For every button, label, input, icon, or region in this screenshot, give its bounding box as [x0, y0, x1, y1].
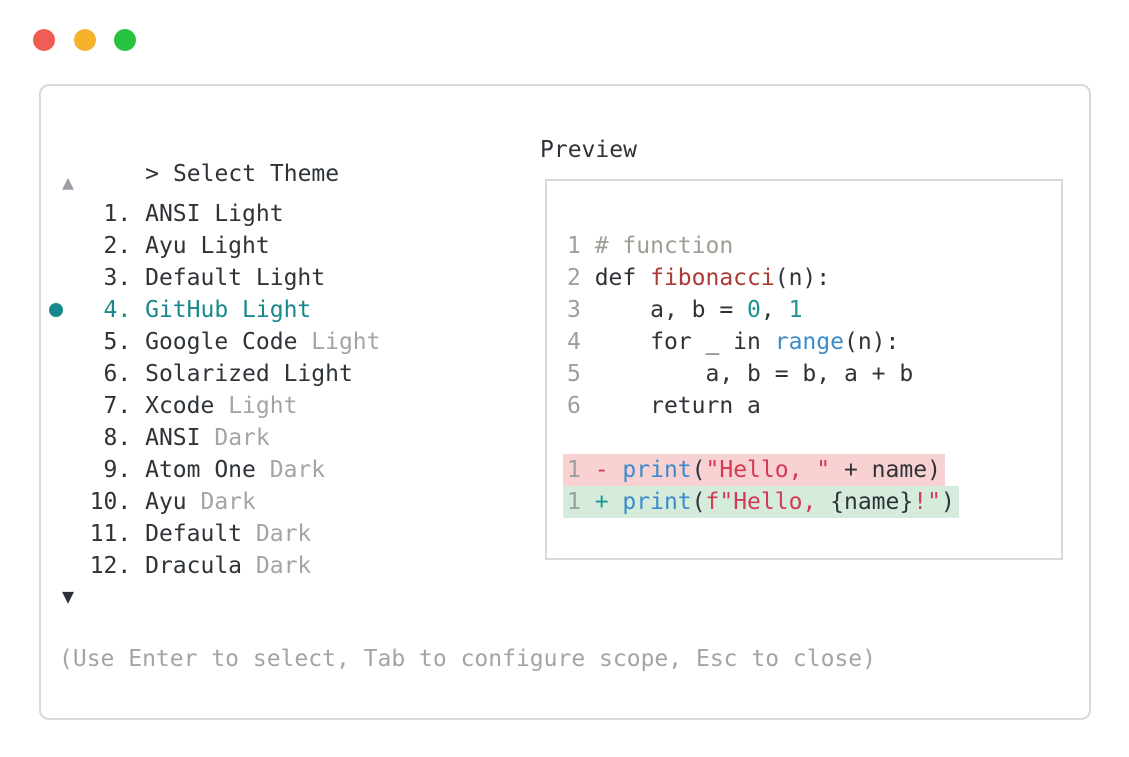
theme-list-item[interactable]: 10. Ayu Dark	[62, 486, 381, 518]
theme-name: Google Code	[131, 329, 298, 355]
preview-box: 1 # function 2 def fibonacci(n): 3 a, b = …	[545, 179, 1063, 560]
theme-number: 10.	[62, 489, 132, 515]
code-line	[567, 422, 1061, 454]
theme-number: 4.	[62, 297, 132, 323]
theme-number: 8.	[62, 425, 132, 451]
select-theme-prompt: > Select Theme	[62, 138, 339, 186]
theme-variant: Light	[297, 329, 381, 355]
theme-name: Default Light	[131, 265, 326, 291]
theme-list-item[interactable]: 7. Xcode Light	[62, 390, 381, 422]
theme-list-item[interactable]: 9. Atom One Dark	[62, 454, 381, 486]
theme-list-item[interactable]: 5. Google Code Light	[62, 326, 381, 358]
theme-name: Xcode	[131, 393, 215, 419]
theme-number: 6.	[62, 361, 132, 387]
line-number: 3	[567, 297, 595, 323]
theme-list: 1. ANSI Light 2. Ayu Light 3. Default Li…	[49, 198, 381, 582]
code-line: 6 return a	[567, 393, 761, 419]
theme-list-item[interactable]: 1. ANSI Light	[62, 198, 381, 230]
help-text: (Use Enter to select, Tab to configure s…	[59, 646, 876, 672]
theme-name: Atom One	[131, 457, 256, 483]
prompt-chevron-icon: >	[145, 161, 159, 187]
zoom-button[interactable]	[114, 29, 136, 51]
theme-number: 1.	[62, 201, 132, 227]
line-number: 6	[567, 393, 595, 419]
line-number: 2	[567, 265, 595, 291]
theme-variant: Light	[214, 393, 298, 419]
line-number: 1	[567, 457, 595, 483]
code-line: 2 def fibonacci(n):	[567, 265, 831, 291]
theme-list-item[interactable]: 2. Ayu Light	[62, 230, 381, 262]
theme-variant: Dark	[200, 425, 270, 451]
line-number: 1	[567, 489, 595, 515]
line-number: 1	[567, 233, 595, 259]
code-line: 4 for _ in range(n):	[567, 329, 900, 355]
line-number: 4	[567, 329, 595, 355]
theme-list-item[interactable]: 3. Default Light	[62, 262, 381, 294]
theme-variant: Dark	[242, 553, 312, 579]
theme-picker-panel: > Select Theme Preview ▲ 1. ANSI Light 2.…	[39, 84, 1091, 720]
theme-list-item[interactable]: 4. GitHub Light	[49, 294, 381, 326]
close-button[interactable]	[33, 29, 55, 51]
code-line: 3 a, b = 0, 1	[567, 297, 803, 323]
theme-name: Default	[131, 521, 243, 547]
prompt-title: Select Theme	[172, 161, 340, 187]
theme-number: 9.	[62, 457, 132, 483]
preview-title: Preview	[540, 137, 637, 163]
theme-list-item[interactable]: 8. ANSI Dark	[62, 422, 381, 454]
theme-name: Ayu Light	[131, 233, 270, 259]
diff-line-removed: 1 - print("Hello, " + name)	[563, 454, 1061, 486]
preview-code: 1 # function 2 def fibonacci(n): 3 a, b = …	[547, 181, 1061, 518]
diff-line-added: 1 + print(f"Hello, {name}!")	[563, 486, 1061, 518]
code-line: 5 a, b = b, a + b	[567, 361, 914, 387]
theme-number: 11.	[62, 521, 132, 547]
theme-name: Ayu	[131, 489, 187, 515]
theme-name: GitHub Light	[131, 297, 312, 323]
scroll-down-icon[interactable]: ▼	[62, 584, 75, 608]
selected-bullet-icon	[49, 303, 63, 317]
theme-list-item[interactable]: 11. Default Dark	[62, 518, 381, 550]
line-number: 5	[567, 361, 595, 387]
theme-name: Dracula	[131, 553, 243, 579]
theme-number: 3.	[62, 265, 132, 291]
scroll-up-icon[interactable]: ▲	[62, 170, 75, 194]
theme-name: ANSI	[131, 425, 201, 451]
theme-name: ANSI Light	[131, 201, 284, 227]
theme-list-item[interactable]: 12. Dracula Dark	[62, 550, 381, 582]
theme-number: 5.	[62, 329, 132, 355]
theme-number: 7.	[62, 393, 132, 419]
minimize-button[interactable]	[74, 29, 96, 51]
theme-variant: Dark	[242, 521, 312, 547]
theme-list-item[interactable]: 6. Solarized Light	[62, 358, 381, 390]
theme-name: Solarized Light	[131, 361, 353, 387]
theme-number: 12.	[62, 553, 132, 579]
theme-variant: Dark	[255, 457, 326, 483]
code-line: 1 # function	[567, 233, 734, 259]
theme-number: 2.	[62, 233, 132, 259]
theme-variant: Dark	[186, 489, 256, 515]
